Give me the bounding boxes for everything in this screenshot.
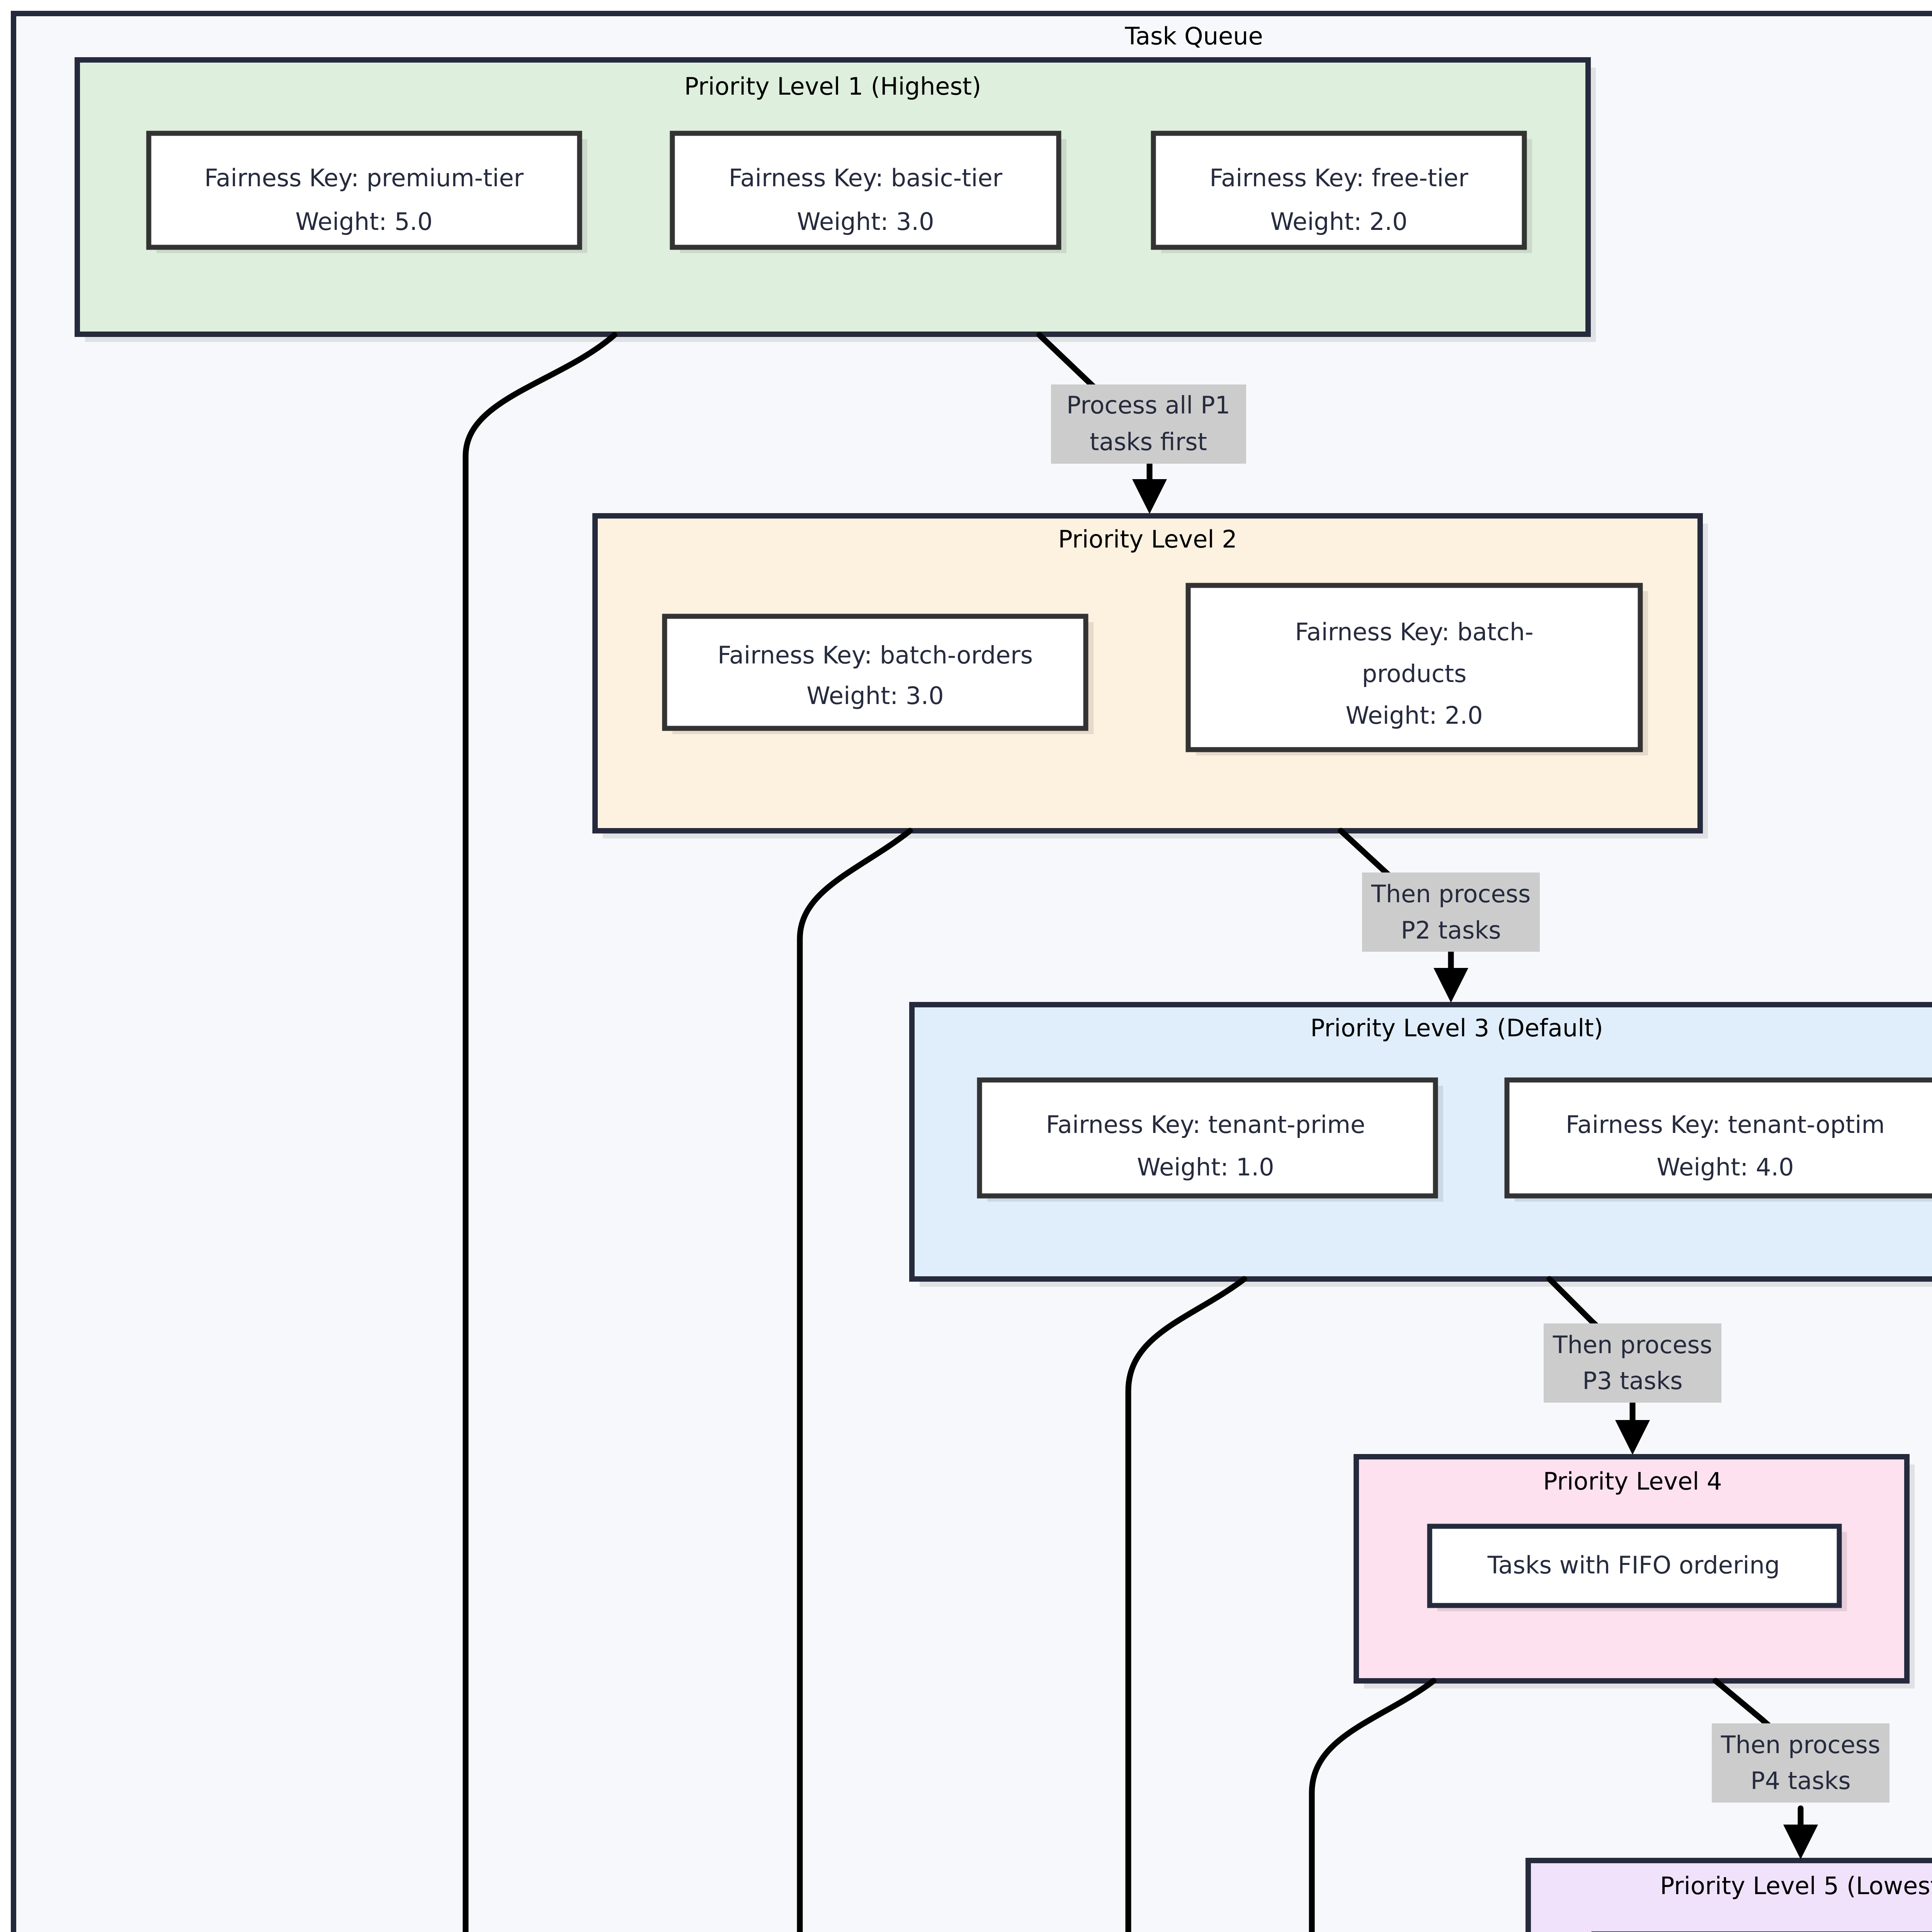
p1-premium-tier-line1: Fairness Key: premium-tier bbox=[204, 164, 524, 192]
p2-batch-orders-line2: Weight: 3.0 bbox=[806, 682, 944, 710]
node-p4-fifo[interactable]: Tasks with FIFO ordering bbox=[1427, 1524, 1847, 1611]
edge-p2-to-workers bbox=[797, 828, 913, 1932]
p4-label: Priority Level 4 bbox=[1543, 1467, 1722, 1495]
edge-label-p3-p4-line2: P3 tasks bbox=[1582, 1367, 1682, 1395]
edge-label-p2-to-p3: Then process P2 tasks bbox=[1362, 872, 1540, 952]
edge-label-p2-p3-line1: Then process bbox=[1371, 880, 1531, 908]
edge-label-p3-p4-line1: Then process bbox=[1553, 1331, 1713, 1359]
edge-label-p1-p2-line1: Process all P1 bbox=[1066, 391, 1230, 419]
edge-label-p1-p2-box bbox=[1051, 384, 1246, 464]
edge-label-p1-p2-line2: tasks first bbox=[1090, 428, 1207, 456]
p2-batch-orders-rect bbox=[662, 614, 1088, 731]
node-p1-basic-tier[interactable]: Fairness Key: basic-tier Weight: 3.0 bbox=[670, 131, 1066, 253]
p2-batch-products-line3: Weight: 2.0 bbox=[1345, 701, 1483, 730]
p3-tenant-prime-line1: Fairness Key: tenant-prime bbox=[1046, 1111, 1365, 1139]
p1-premium-tier-line2: Weight: 5.0 bbox=[295, 207, 432, 236]
edge-label-p2-p3-box bbox=[1362, 872, 1540, 952]
edge-p1-to-workers bbox=[463, 332, 617, 1932]
task-queue-label: Task Queue bbox=[1124, 22, 1263, 50]
p3-tenant-prime-rect bbox=[977, 1077, 1438, 1199]
p2-label: Priority Level 2 bbox=[1058, 525, 1237, 553]
p3-tenant-optim-line1: Fairness Key: tenant-optim bbox=[1566, 1111, 1885, 1139]
p3-label: Priority Level 3 (Default) bbox=[1310, 1014, 1603, 1042]
edge-label-p2-p3-line2: P2 tasks bbox=[1401, 916, 1501, 944]
edge-label-p3-p4-box bbox=[1544, 1323, 1721, 1403]
p5-rect bbox=[1526, 1858, 1932, 1932]
edge-label-p3-to-p4: Then process P3 tasks bbox=[1544, 1323, 1721, 1403]
edge-label-p4-to-p5: Then process P4 tasks bbox=[1712, 1723, 1889, 1803]
cluster-priority-level-2: Priority Level 2 Fairness Key: batch-ord… bbox=[592, 513, 1708, 838]
node-p1-premium-tier[interactable]: Fairness Key: premium-tier Weight: 5.0 bbox=[146, 131, 587, 253]
p1-basic-tier-line2: Weight: 3.0 bbox=[797, 207, 934, 236]
p4-fifo-line1: Tasks with FIFO ordering bbox=[1487, 1551, 1780, 1579]
p4-fifo-rect bbox=[1427, 1524, 1842, 1608]
p1-premium-tier-rect bbox=[146, 131, 582, 250]
node-p3-tenant-prime[interactable]: Fairness Key: tenant-prime Weight: 1.0 bbox=[977, 1077, 1443, 1202]
cluster-priority-level-3: Priority Level 3 (Default) Fairness Key:… bbox=[909, 1002, 1932, 1287]
cluster-priority-level-1: Priority Level 1 (Highest) Fairness Key:… bbox=[75, 57, 1596, 342]
p5-label: Priority Level 5 (Lowest) bbox=[1660, 1872, 1932, 1900]
edge-p1-to-p2-arrowhead bbox=[1132, 479, 1167, 514]
p1-free-tier-rect bbox=[1151, 131, 1527, 250]
p3-tenant-optim-line2: Weight: 4.0 bbox=[1656, 1153, 1794, 1181]
p2-batch-products-line2: products bbox=[1362, 660, 1467, 688]
p1-label: Priority Level 1 (Highest) bbox=[684, 72, 981, 100]
p2-batch-products-line1: Fairness Key: batch- bbox=[1295, 618, 1533, 646]
p1-basic-tier-line1: Fairness Key: basic-tier bbox=[729, 164, 1003, 192]
p3-tenant-optim-rect bbox=[1504, 1077, 1932, 1199]
node-p2-batch-products[interactable]: Fairness Key: batch- products Weight: 2.… bbox=[1185, 583, 1648, 755]
edge-p4-to-workers bbox=[1309, 1678, 1437, 1932]
edge-p3-to-workers bbox=[1125, 1276, 1247, 1932]
cluster-priority-level-5: Priority Level 5 (Lowest) Tasks with FIF… bbox=[1526, 1858, 1932, 1932]
p3-tenant-prime-line2: Weight: 1.0 bbox=[1137, 1153, 1274, 1181]
edge-label-p4-p5-line1: Then process bbox=[1721, 1731, 1881, 1759]
node-p2-batch-orders[interactable]: Fairness Key: batch-orders Weight: 3.0 bbox=[662, 614, 1094, 734]
cluster-priority-level-4: Priority Level 4 Tasks with FIFO orderin… bbox=[1354, 1454, 1915, 1689]
edge-label-p1-to-p2: Process all P1 tasks first bbox=[1051, 384, 1246, 464]
p1-basic-tier-rect bbox=[670, 131, 1061, 250]
edge-label-p4-p5-box bbox=[1712, 1723, 1889, 1803]
node-p1-free-tier[interactable]: Fairness Key: free-tier Weight: 2.0 bbox=[1151, 131, 1532, 253]
edge-p4-to-p5-arrowhead bbox=[1783, 1825, 1818, 1859]
edge-p3-to-p4-arrowhead bbox=[1615, 1420, 1650, 1455]
p1-free-tier-line2: Weight: 2.0 bbox=[1270, 207, 1407, 236]
node-p3-tenant-optim[interactable]: Fairness Key: tenant-optim Weight: 4.0 bbox=[1504, 1077, 1932, 1202]
edge-label-p4-p5-line2: P4 tasks bbox=[1750, 1767, 1850, 1795]
edge-p2-to-p3-arrowhead bbox=[1434, 968, 1468, 1003]
p1-free-tier-line1: Fairness Key: free-tier bbox=[1209, 164, 1468, 192]
p2-batch-orders-line1: Fairness Key: batch-orders bbox=[718, 641, 1033, 669]
p2-batch-products-rect bbox=[1185, 583, 1643, 752]
